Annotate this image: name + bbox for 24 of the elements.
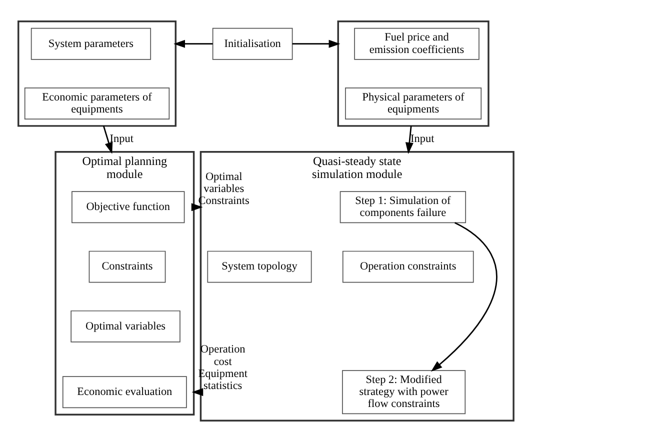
edge-label: Input — [110, 132, 134, 144]
node-box: Operation constraints — [342, 250, 474, 282]
node-box: Constraints — [88, 250, 166, 282]
arrow — [430, 222, 498, 372]
node-box: Economic evaluation — [62, 376, 187, 408]
node-box: Physical parameters of equipments — [345, 86, 482, 119]
node-box: Economic parameters of equipments — [24, 86, 170, 119]
arrow — [102, 125, 113, 154]
node-box: Optimal variables — [70, 310, 180, 342]
cluster — [337, 20, 490, 126]
node-box: System parameters — [30, 27, 152, 60]
node-box: Fuel price and emission coefficients — [354, 27, 480, 60]
arrow — [191, 202, 203, 211]
node-box: Objective function — [72, 190, 185, 223]
node-box: Step 2: Modified strategy with power flow constraints — [342, 370, 466, 414]
arrow — [405, 125, 414, 154]
node-box: Initialisation — [212, 27, 293, 60]
edge-label: Input — [410, 132, 434, 144]
arrow — [174, 39, 213, 48]
arrow — [292, 39, 340, 48]
arrow — [192, 388, 204, 396]
node-box: Step 1: Simulation of components failure — [340, 190, 466, 223]
node-box: System topology — [207, 250, 312, 282]
cluster — [18, 20, 177, 126]
